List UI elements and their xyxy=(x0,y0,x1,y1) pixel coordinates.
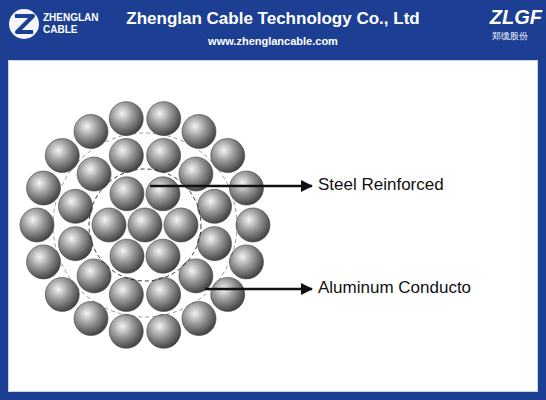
wire-strand xyxy=(109,314,143,348)
brand-subtitle: 郑缆股份 xyxy=(492,30,528,43)
wire-strand xyxy=(110,177,144,211)
wire-strand xyxy=(146,239,180,273)
wire-strand xyxy=(211,277,245,311)
wire-strand xyxy=(229,245,263,279)
logo-text: CABLE xyxy=(43,24,77,35)
wire-strand xyxy=(77,259,111,293)
logo-text: ZHENGLAN xyxy=(43,12,99,23)
wire-strand xyxy=(58,227,92,261)
wire-strand xyxy=(128,208,162,242)
wire-strand xyxy=(20,208,54,242)
content-panel xyxy=(8,60,538,392)
leader-arrow xyxy=(150,185,312,188)
wire-strand xyxy=(45,277,79,311)
wire-strand xyxy=(27,245,61,279)
part-label: Steel Reinforced xyxy=(318,175,444,195)
wire-strand xyxy=(109,138,143,172)
wire-strand xyxy=(229,171,263,205)
wire-strand xyxy=(146,177,180,211)
website-url: www.zhenglancable.com xyxy=(208,35,338,47)
wire-strand xyxy=(211,139,245,173)
company-title: Zhenglan Cable Technology Co., Ltd xyxy=(126,9,419,29)
wire-strand xyxy=(77,157,111,191)
leader-arrow xyxy=(205,288,312,291)
wire-strand xyxy=(147,314,181,348)
wire-strand xyxy=(164,208,198,242)
brand-mark: ZLGF xyxy=(490,6,542,29)
wire-strand xyxy=(198,227,232,261)
wire-strand xyxy=(147,102,181,136)
wire-strand xyxy=(27,171,61,205)
wire-strand xyxy=(109,102,143,136)
wire-strand xyxy=(109,278,143,312)
wire-strand xyxy=(45,139,79,173)
wire-strand xyxy=(92,208,126,242)
part-label: Aluminum Conducto xyxy=(318,278,471,298)
wire-strand xyxy=(74,114,108,148)
strand-group xyxy=(20,102,270,349)
wire-strand xyxy=(147,138,181,172)
wire-strand xyxy=(58,189,92,223)
wire-strand xyxy=(110,239,144,273)
wire-strand xyxy=(198,189,232,223)
wire-strand xyxy=(147,278,181,312)
logo-mark xyxy=(9,9,39,39)
wire-strand xyxy=(74,302,108,336)
wire-strand xyxy=(236,208,270,242)
